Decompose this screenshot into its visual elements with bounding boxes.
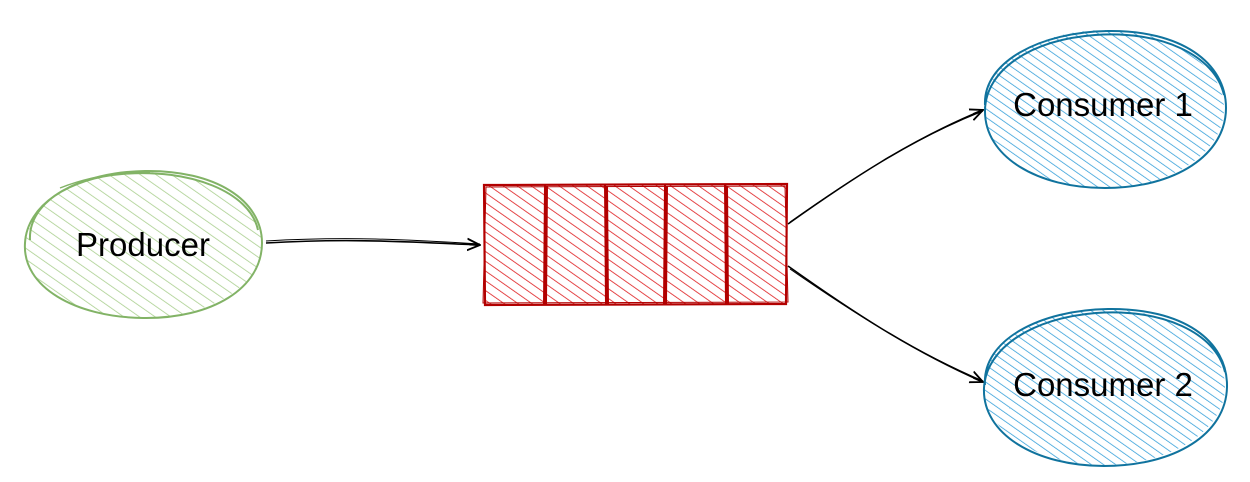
- consumer-2-label: Consumer 2: [1013, 366, 1193, 403]
- producer-label: Producer: [76, 226, 210, 263]
- edge-producer-to-queue: [265, 239, 480, 245]
- edge-queue-to-consumer-2: [787, 265, 983, 382]
- consumer-2-node[interactable]: Consumer 2: [982, 307, 1229, 468]
- consumer-1-outline: [983, 29, 1228, 190]
- producer-node[interactable]: Producer: [23, 169, 264, 320]
- queue-slot-dividers: [543, 184, 729, 306]
- edge-queue-to-consumer-1: [787, 110, 983, 225]
- consumer-2-outline: [982, 307, 1229, 468]
- queue-outline: [482, 182, 789, 307]
- consumer-1-node[interactable]: Consumer 1: [983, 29, 1228, 190]
- queue-node[interactable]: [482, 182, 789, 307]
- producer-outline: [23, 169, 264, 320]
- consumer-1-label: Consumer 1: [1013, 86, 1193, 123]
